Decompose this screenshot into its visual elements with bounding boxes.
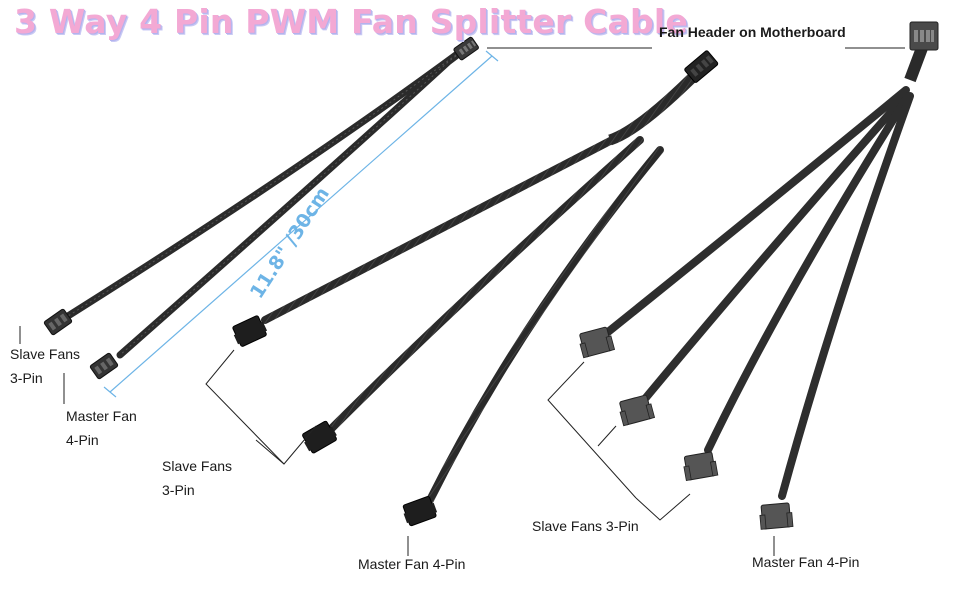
right-cable-trunk: [904, 45, 928, 83]
left-master-fan-line2: 4-Pin: [66, 432, 99, 448]
left-cable: [43, 36, 479, 380]
middle-cable: [232, 50, 719, 527]
middle-slave-fans-line1: Slave Fans: [162, 458, 233, 474]
middle-cable-slave1: [261, 136, 616, 324]
left-slave-fans-line1: Slave Fans: [10, 346, 81, 362]
right-cable-slave1: [604, 86, 910, 336]
left-slave-fan-connector: [43, 308, 73, 336]
left-master-fan-line1: Master Fan: [66, 408, 137, 424]
right-cable-master: [778, 92, 914, 500]
product-title: 3 Way 4 Pin PWM Fan Splitter Cable: [14, 2, 688, 41]
left-cable-wire-slave-braid: [67, 51, 461, 317]
right-slave-fan-connector-2: [619, 394, 656, 427]
right-header-connector: [909, 21, 939, 51]
leader-right-slave-a: [547, 361, 637, 499]
left-slave-fans-line2: 3-Pin: [10, 370, 43, 386]
leader-right-slave-c: [635, 493, 691, 521]
right-slave-fans-label: Slave Fans 3-Pin: [532, 518, 639, 534]
length-dimension: [103, 50, 499, 398]
right-cable: [579, 21, 939, 530]
middle-slave-fans-label: Slave Fans 3-Pin: [162, 454, 232, 502]
middle-slave-fan-connector-1: [232, 315, 268, 347]
middle-cable-slave2: [326, 136, 644, 434]
right-master-fan-connector: [759, 502, 794, 530]
right-slave-fan-connector-1: [579, 326, 616, 359]
leader-right-slave-b: [597, 425, 617, 447]
middle-cable-master: [426, 146, 664, 504]
left-slave-fans-label: Slave Fans 3-Pin: [10, 342, 80, 390]
middle-cable-trunk: [608, 66, 704, 146]
middle-slave-fan-connector-2: [302, 420, 337, 454]
right-cable-slave3: [704, 92, 912, 454]
middle-slave-fans-line2: 3-Pin: [162, 482, 195, 498]
right-master-fan-label: Master Fan 4-Pin: [752, 554, 860, 570]
leader-middle-slave-a: [205, 349, 285, 465]
left-master-fan-connector: [89, 352, 119, 380]
left-header-connector: [453, 36, 479, 61]
right-cable-slave2: [640, 91, 910, 404]
left-cable-wire-master-braid: [119, 49, 465, 356]
middle-header-connector: [684, 50, 719, 83]
fan-header-label: Fan Header on Motherboard: [659, 24, 846, 40]
leader-lines: [19, 47, 905, 556]
middle-master-fan-connector: [402, 495, 438, 527]
right-slave-fan-connector-3: [683, 451, 719, 482]
left-master-fan-label: Master Fan 4-Pin: [66, 404, 137, 452]
middle-master-fan-label: Master Fan 4-Pin: [358, 556, 466, 572]
leader-middle-slave-b: [255, 425, 317, 465]
